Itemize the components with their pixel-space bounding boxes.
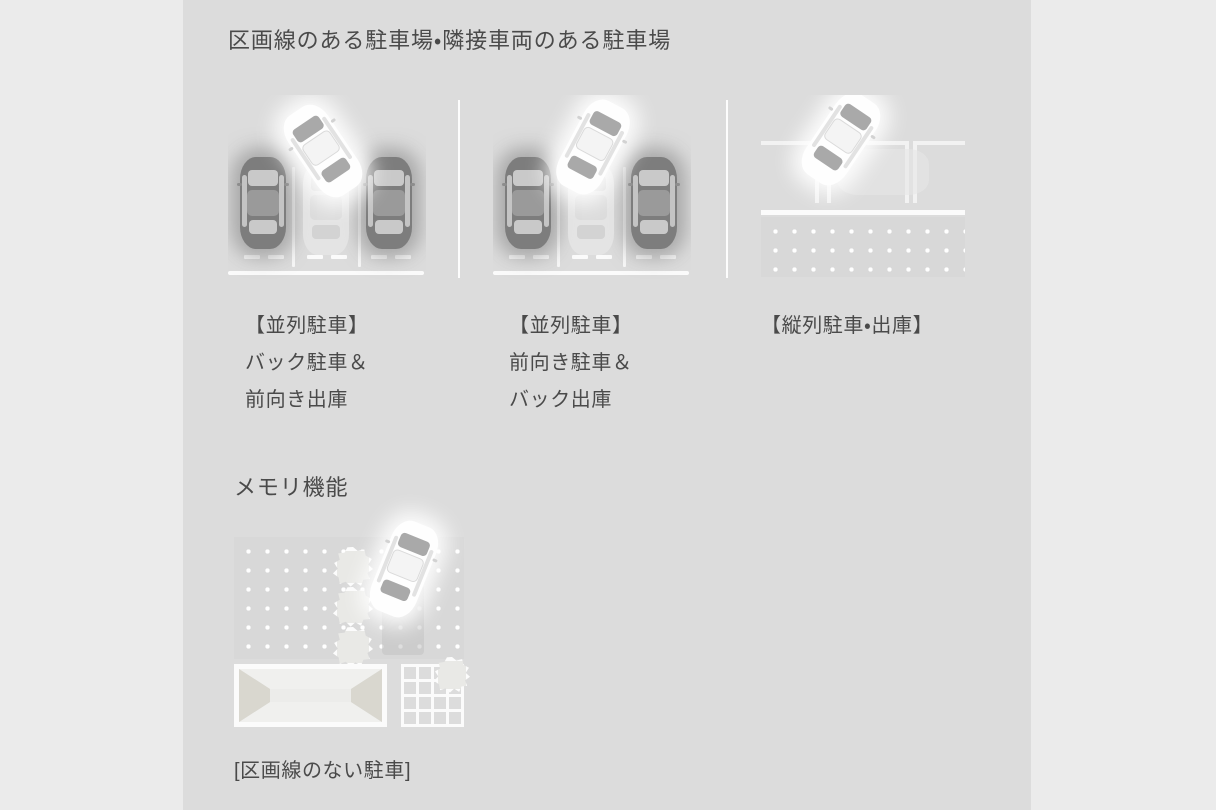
wheel-stop-dash — [596, 255, 612, 259]
wheel-stop-dash — [244, 255, 260, 259]
bay-bracket-top — [761, 141, 819, 145]
wheel-stop-dash — [371, 255, 387, 259]
diagram-row — [183, 95, 1031, 285]
diagram-unlined-parking — [234, 515, 470, 729]
ego-car — [276, 97, 370, 205]
caption-perpendicular-front-in: 【並列駐車】 前向き駐車＆ バック出庫 — [509, 315, 633, 411]
neighbor-car-left — [502, 157, 554, 249]
caption-perpendicular-back-in: 【並列駐車】 バック駐車＆ 前向き出庫 — [245, 315, 369, 411]
caption-parallel-park-exit: 【縦列駐車・出庫】 — [761, 315, 934, 337]
wheel-stop-dash — [660, 255, 676, 259]
section-title-lined-lot: 区画線のある駐車場・隣接車両のある駐車場 — [228, 28, 672, 53]
panel-divider-1 — [458, 100, 460, 278]
bay-line-left — [292, 167, 295, 267]
content-panel: 区画線のある駐車場・隣接車両のある駐車場 — [183, 0, 1031, 810]
panel-divider-2 — [726, 100, 728, 278]
building-shape — [234, 664, 387, 727]
neighbor-car-left — [237, 157, 289, 249]
wheel-stop-dash — [533, 255, 549, 259]
kerb-line — [761, 210, 965, 215]
lot-boundary-line — [493, 271, 689, 275]
wheel-stop-dash — [509, 255, 525, 259]
lot-boundary-line — [228, 271, 424, 275]
diagram-perpendicular-back-in — [228, 95, 426, 285]
bay-bracket-top — [827, 141, 909, 145]
wheel-stop-dash — [268, 255, 284, 259]
bay-line-right — [358, 167, 361, 267]
wheel-stop-dash — [395, 255, 411, 259]
wheel-stop-dash — [307, 255, 323, 259]
bay-line-right — [623, 167, 626, 267]
pavement-dot-texture — [761, 217, 965, 277]
section-title-memory-function: メモリ機能 — [234, 475, 349, 500]
diagram-parallel-parking — [761, 95, 965, 285]
diagram-perpendicular-front-in — [493, 95, 691, 285]
bay-bracket-top — [913, 141, 965, 145]
bay-line-left — [557, 167, 560, 267]
neighbor-car-right — [628, 157, 680, 249]
caption-unlined-parking: [区画線のない駐車] — [234, 760, 412, 782]
wheel-stop-dash — [636, 255, 652, 259]
neighbor-car-right — [363, 157, 415, 249]
wheel-stop-dash — [572, 255, 588, 259]
wheel-stop-dash — [331, 255, 347, 259]
